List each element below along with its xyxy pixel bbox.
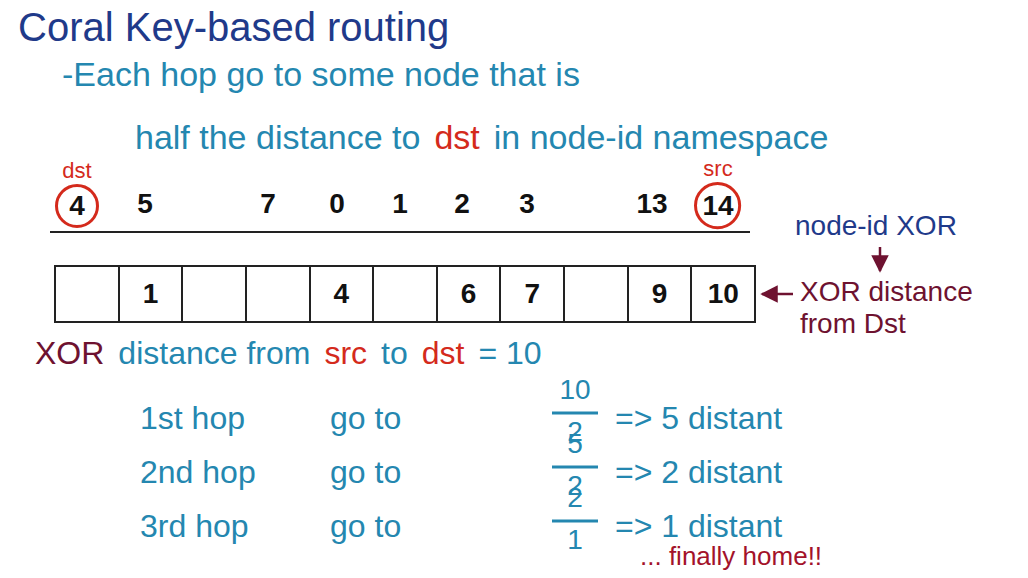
dst-word: dst — [434, 118, 479, 157]
body-text: to — [381, 335, 408, 372]
table-cell: 7 — [525, 278, 541, 310]
node-id: 5 — [137, 188, 153, 220]
dst-word: dst — [422, 335, 465, 372]
body-text: distance from — [118, 335, 310, 372]
table-cell: 9 — [652, 278, 668, 310]
circled-node: dst4 — [55, 184, 99, 228]
node-id: 2 — [454, 188, 470, 220]
node-id: 0 — [329, 188, 345, 220]
table-cell: 6 — [461, 278, 477, 310]
hop-label: 1st hop — [140, 400, 245, 437]
annotation: node-id XOR — [795, 210, 957, 242]
fraction-den: 1 — [567, 524, 583, 556]
node-id: 14 — [702, 192, 733, 220]
body-text: in node-id namespace — [494, 118, 829, 157]
xor-table — [55, 266, 755, 322]
namespace-line — [50, 231, 750, 233]
hop-result: => 5 distant — [615, 400, 782, 437]
fraction-num: 2 — [567, 482, 583, 514]
node-id: 1 — [392, 188, 408, 220]
body-text: = 10 — [478, 335, 541, 372]
hop-label: 2nd hop — [140, 454, 256, 491]
hop-label: 3rd hop — [140, 508, 249, 545]
src-word: src — [324, 335, 367, 372]
circled-node: src14 — [694, 182, 741, 229]
body-text: go to — [330, 454, 401, 491]
fraction-num: 5 — [567, 428, 583, 460]
body-text: -Each hop go to some node that is — [62, 55, 580, 94]
closing-note: ... finally home!! — [640, 542, 822, 572]
body-text: half the distance to — [135, 118, 420, 157]
pointer-arrow — [762, 293, 793, 296]
table-cell: 1 — [143, 278, 159, 310]
hop-result: => 1 distant — [615, 508, 782, 545]
node-heading: src — [703, 158, 732, 180]
xor-word: XOR — [35, 335, 104, 372]
node-id: 13 — [636, 188, 667, 220]
hop-result: => 2 distant — [615, 454, 782, 491]
body-text: go to — [330, 400, 401, 437]
annotation: XOR distance from Dst — [800, 276, 1015, 340]
node-id: 7 — [260, 188, 276, 220]
node-id: 3 — [519, 188, 535, 220]
body-text: go to — [330, 508, 401, 545]
fraction-bar — [552, 413, 598, 521]
table-cell: 10 — [708, 278, 739, 310]
down-arrow — [879, 247, 882, 271]
fraction-num: 10 — [559, 374, 590, 406]
node-heading: dst — [62, 160, 91, 182]
title-text: Coral Key-based routing — [18, 4, 449, 50]
node-id: 4 — [69, 192, 85, 220]
table-cell: 4 — [334, 278, 350, 310]
